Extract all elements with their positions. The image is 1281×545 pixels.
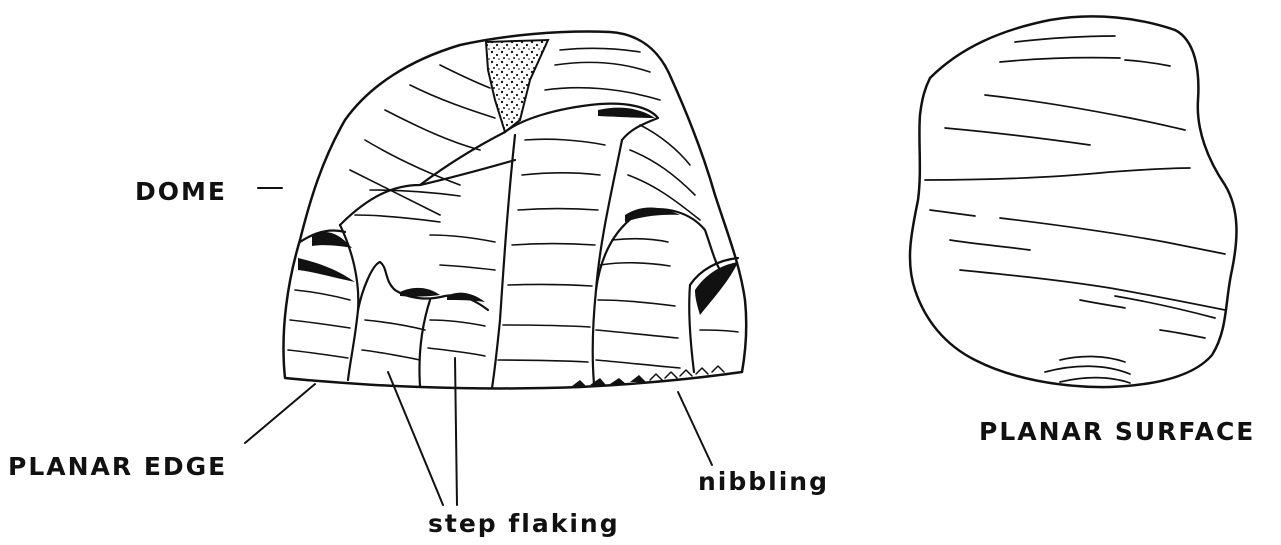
planar-surface-drawing [910,16,1237,387]
label-step-flaking: step flaking [428,509,620,538]
label-dome: DOME [135,177,227,206]
label-nibbling: nibbling [698,467,829,496]
leader-step-flaking-1 [388,372,443,505]
leader-planar-edge [245,384,315,443]
label-planar-surface: PLANAR SURFACE [979,417,1255,446]
leader-nibbling [678,392,712,465]
leader-step-flaking-2 [455,358,457,505]
planar-surface-outline [910,16,1237,387]
planar-surface-ripples [925,36,1225,383]
label-planar-edge: PLANAR EDGE [8,452,227,481]
domed-scraper-drawing [245,32,746,505]
